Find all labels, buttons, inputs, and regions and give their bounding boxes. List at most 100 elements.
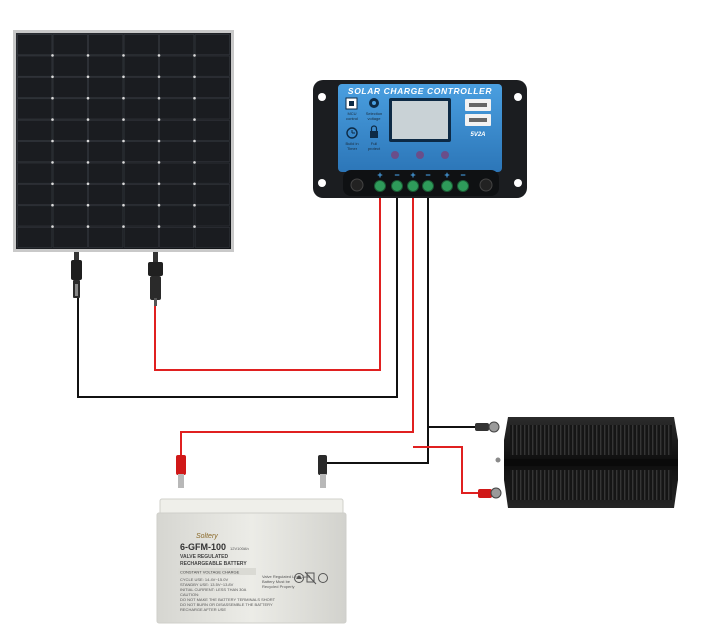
inverter-positive-lug [478, 489, 492, 498]
cell-junction [122, 139, 125, 143]
mount-hole [514, 179, 522, 187]
cell-junction [86, 182, 90, 186]
battery-brand: Soltery [196, 533, 218, 540]
battery-band-text: CONSTANT VOLTAGE CHARGE [180, 570, 240, 575]
battery-spec: INITIAL CURRENT: LESS THAN 30A [180, 587, 247, 592]
solar-cell [194, 184, 230, 205]
lock-icon [370, 125, 378, 138]
solar-cell [17, 34, 53, 56]
cell-junction [51, 75, 54, 79]
power-inverter [475, 417, 678, 508]
cell-junction [193, 75, 196, 79]
cell-junction [122, 75, 125, 79]
solar-cell [123, 141, 159, 163]
cell-junction [157, 139, 161, 143]
button[interactable] [479, 178, 493, 192]
terminal-screw[interactable] [441, 180, 453, 192]
button[interactable] [350, 178, 364, 192]
icon-label: protect [368, 146, 381, 151]
solar-cell [88, 205, 124, 227]
solar-cell [88, 34, 124, 56]
mc4-pos-sleeve [150, 276, 161, 300]
clock-icon [346, 127, 358, 139]
terminals: +−+−+− [374, 170, 469, 192]
usb-label: 5V2A [470, 132, 485, 138]
solar-cell [159, 55, 195, 77]
inverter-negative-terminal [488, 421, 500, 433]
cell-junction [51, 139, 54, 143]
cell-junction [122, 182, 125, 186]
solar-cell [17, 184, 53, 205]
wire-inverter-positive [413, 446, 478, 494]
cell-junction [157, 161, 161, 164]
usb-port-slot [469, 118, 487, 122]
solar-cell [194, 98, 230, 120]
solar-cell [52, 141, 88, 163]
battery-positive-post [178, 474, 184, 488]
battery-warning: RECHARGE AFTER USE [180, 607, 226, 612]
chip-icon [345, 97, 358, 110]
battery-line2: RECHARGEABLE BATTERY [180, 561, 247, 567]
solar-cell [88, 226, 124, 248]
cell-junction [157, 203, 161, 207]
terminal-screw[interactable] [457, 180, 469, 192]
inverter-negative-lug [475, 423, 489, 431]
solar-cell [123, 205, 159, 227]
mc4-neg-pin [75, 284, 78, 296]
battery: Soltery 6-GFM-100 12V100Ah VALVE REGULAT… [156, 455, 347, 624]
icon-label: MCU [347, 111, 356, 116]
mc4-pos-body [148, 262, 163, 276]
usb-ports: 5V2A [465, 99, 491, 138]
cell-junction [193, 139, 196, 143]
mc4-pos-tip [154, 298, 157, 306]
icon-label: Timer [347, 146, 358, 151]
terminal-polarity-label: − [394, 170, 399, 180]
solar-cell [52, 162, 88, 184]
solar-cell [52, 205, 88, 227]
solar-cell [88, 77, 124, 98]
terminal-screw[interactable] [391, 180, 403, 192]
solar-cell [17, 77, 53, 98]
mc4-pos-stem [153, 252, 158, 262]
icon-label: control [346, 116, 358, 121]
indicator-led [441, 151, 449, 159]
solar-cell [194, 141, 230, 163]
battery-recycle-note: Battery Must be [262, 579, 291, 584]
solar-cell [17, 119, 53, 141]
terminal-screw[interactable] [407, 180, 419, 192]
cell-junction [122, 161, 125, 164]
cell-junction [51, 182, 54, 186]
terminal-polarity-label: + [377, 170, 382, 180]
cell-junction [51, 118, 54, 121]
solar-cell [194, 226, 230, 248]
cell-junction [51, 161, 54, 164]
terminal-polarity-label: + [444, 170, 449, 180]
terminal-polarity-label: − [460, 170, 465, 180]
battery-spec: CYCLE USE: 14.4V~15.0V [180, 577, 228, 582]
inverter-positive-terminal [490, 487, 502, 499]
no-disposal-icon [304, 571, 317, 585]
battery-negative-post [320, 474, 326, 488]
solar-cell [159, 184, 195, 205]
inverter-screw [495, 457, 501, 463]
solar-cell [17, 98, 53, 120]
cell-junction [193, 54, 196, 57]
cell-junction [86, 54, 90, 57]
solar-cell [194, 162, 230, 184]
inverter-fins [510, 425, 672, 455]
terminal-screw[interactable] [422, 180, 434, 192]
controller-title: SOLAR CHARGE CONTROLLER [348, 86, 492, 96]
cell-junction [193, 96, 196, 100]
mc4-neg-body [71, 260, 82, 280]
battery-recycle-note: Valve Regulated Lead-Acid [262, 574, 310, 579]
solar-cell [88, 162, 124, 184]
cell-junction [122, 96, 125, 100]
battery-positive-lug [176, 455, 186, 475]
battery-line1: VALVE REGULATED [180, 554, 228, 560]
icon-label: Selection [366, 111, 382, 116]
cell-junction [51, 203, 54, 207]
terminal-screw[interactable] [374, 180, 386, 192]
icon-label: voltage [368, 116, 382, 121]
solar-cell [123, 77, 159, 98]
cell-junction [51, 54, 54, 57]
